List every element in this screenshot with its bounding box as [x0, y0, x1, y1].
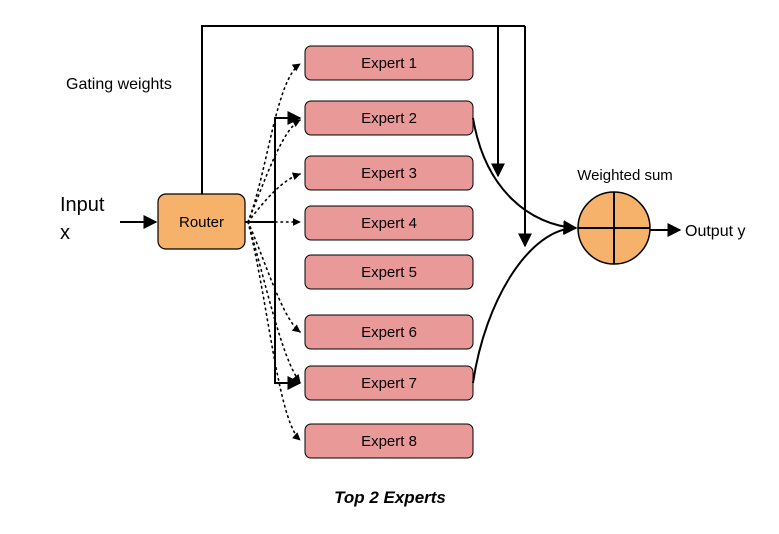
output-label: Output y	[685, 223, 745, 240]
expert-5-label: Expert 5	[361, 264, 417, 281]
expert-6-label: Expert 6	[361, 324, 417, 341]
router-label: Router	[179, 214, 224, 231]
weighted-sum-label: Weighted sum	[577, 167, 673, 184]
input-label-line1: Input	[60, 194, 105, 216]
expert-1-box	[304, 45, 474, 81]
expert7-to-sum-curve	[472, 221, 578, 384]
dotted-route-expert1	[247, 63, 301, 223]
expert-8-box	[304, 423, 474, 459]
expert-1-label: Expert 1	[361, 55, 417, 72]
expert-3-label: Expert 3	[361, 165, 417, 182]
route-to-expert7	[274, 222, 302, 390]
expert-7-label: Expert 7	[361, 375, 417, 392]
expert-4-label: Expert 4	[361, 215, 417, 232]
expert-3-box	[304, 155, 474, 191]
expert2-to-sum-curve	[472, 117, 578, 235]
experts-group: Expert 1 Expert 2 Expert 3 Expert 4 Expe…	[304, 45, 474, 459]
gating-weights-label: Gating weights	[66, 76, 172, 93]
diagram-caption: Top 2 Experts	[334, 488, 446, 507]
expert-4-box	[304, 205, 474, 241]
dotted-routes	[247, 63, 301, 441]
expert-6-box	[304, 314, 474, 350]
input-label-line2: x	[60, 222, 70, 244]
expert-5-box	[304, 254, 474, 290]
dotted-route-expert7	[247, 221, 301, 383]
dotted-route-expert2	[247, 119, 301, 223]
expert-2-label: Expert 2	[361, 110, 417, 127]
gating-weights-line	[201, 25, 525, 194]
expert-8-label: Expert 8	[361, 433, 417, 450]
dotted-route-expert3	[247, 172, 301, 223]
dotted-route-expert8	[247, 221, 301, 441]
